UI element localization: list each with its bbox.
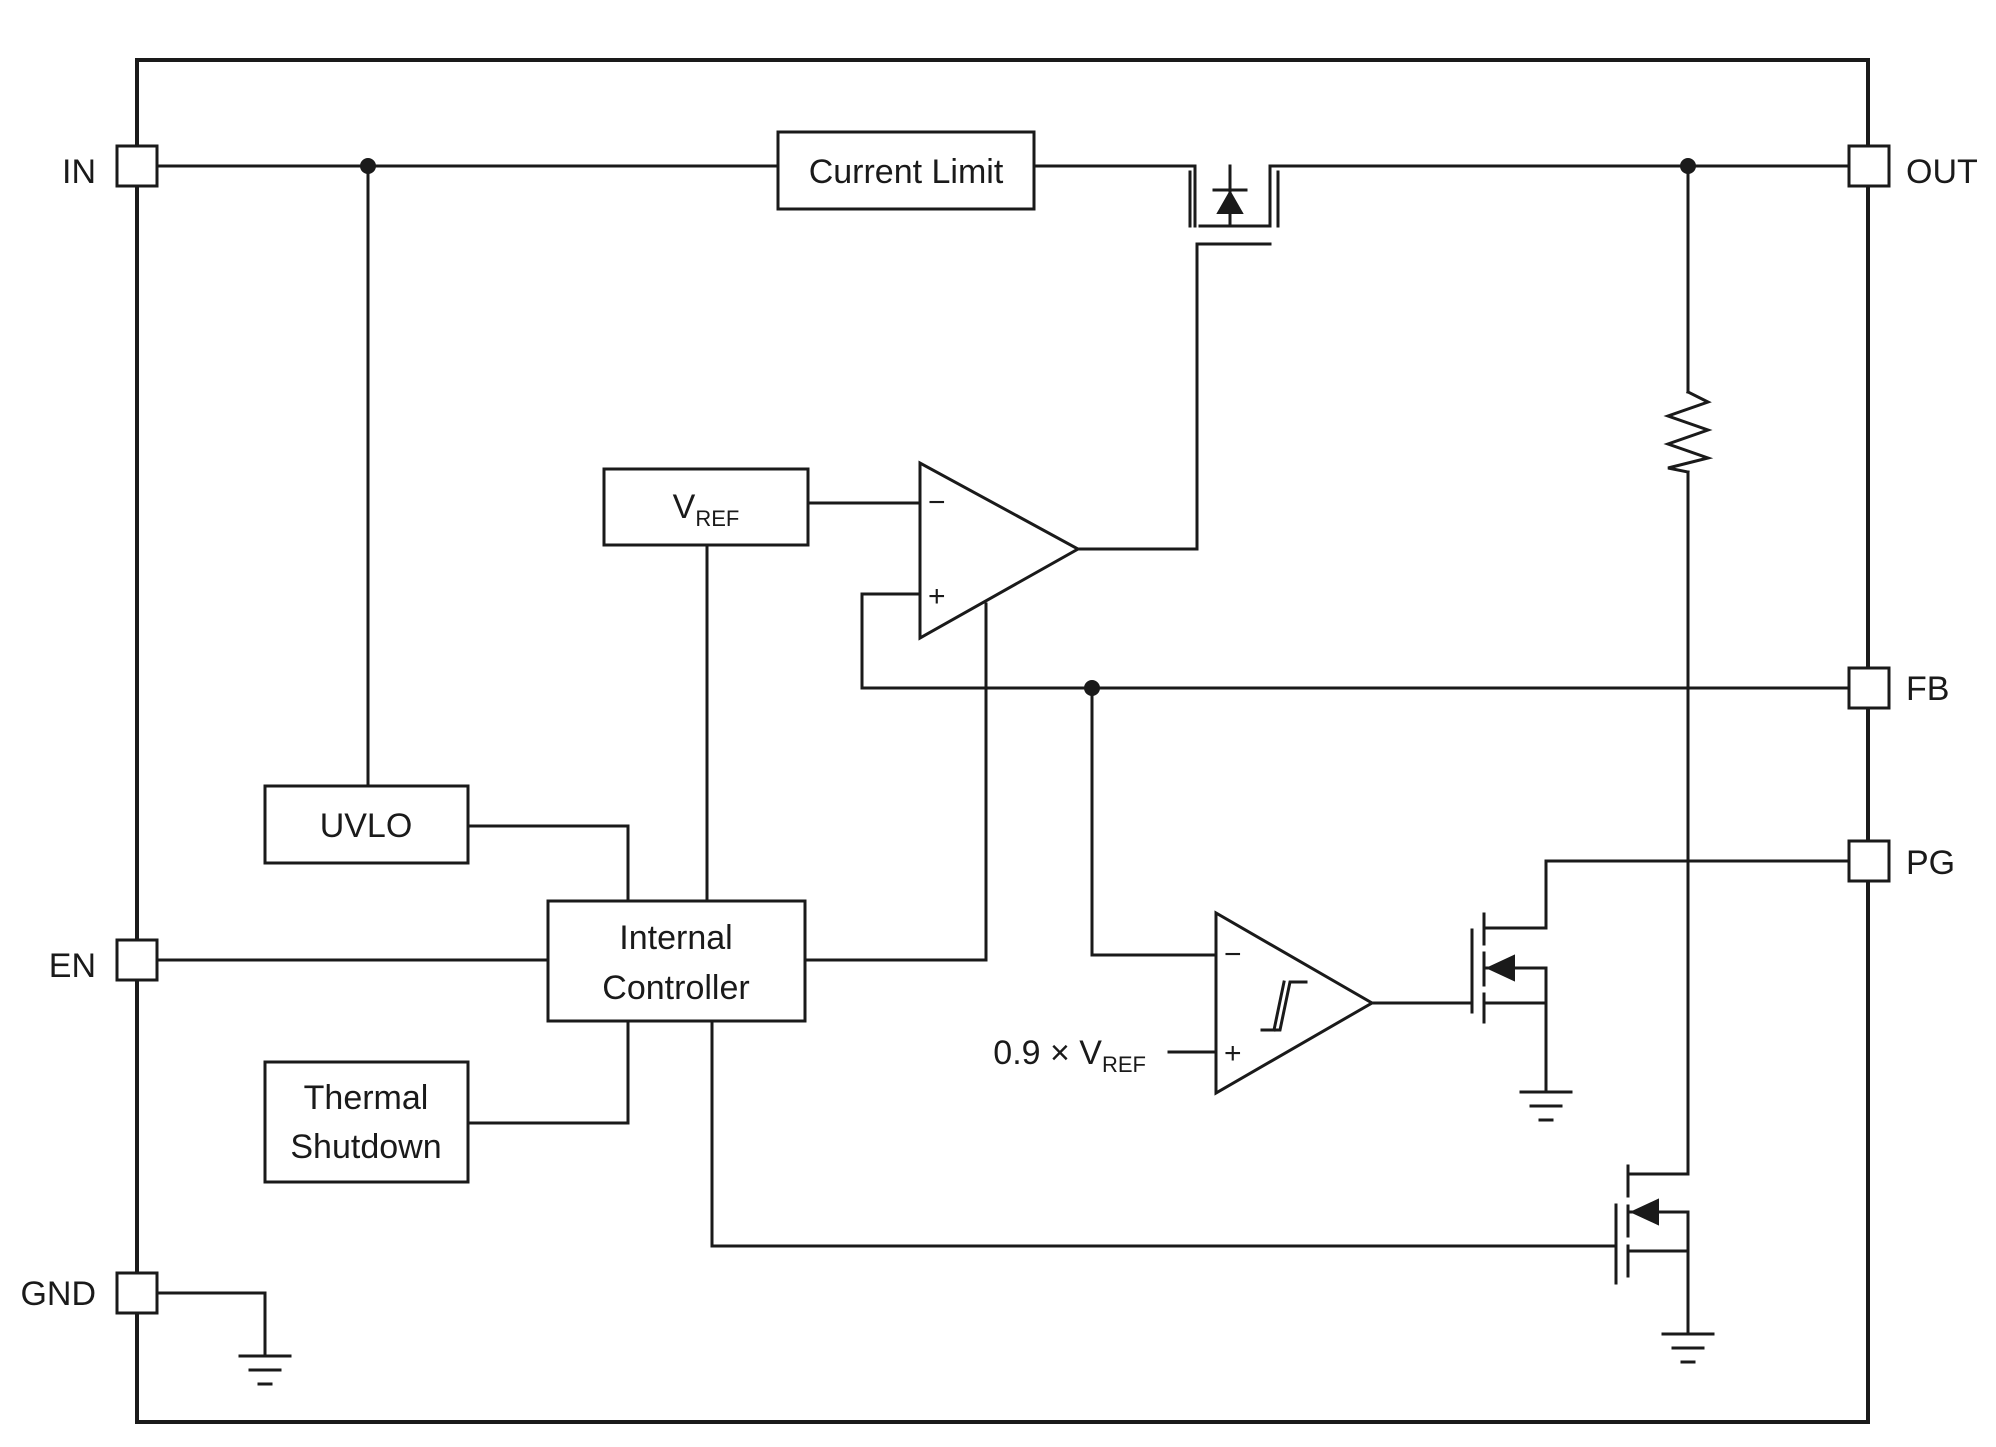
internal-controller-block: Internal Controller <box>546 899 807 1023</box>
pg-pin <box>1847 839 1891 883</box>
power-good-comparator: − + <box>1214 910 1376 1096</box>
current-limit-to-fet-wire <box>1032 164 1197 228</box>
out-pin <box>1847 144 1891 188</box>
uvlo-to-controller-wire <box>466 824 630 903</box>
pass-fet-symbol <box>1188 164 1280 246</box>
ground-icon <box>238 1354 292 1386</box>
fb-wire <box>860 592 1851 690</box>
wiring <box>155 164 1851 1358</box>
internal-controller-label-line1: Internal <box>619 919 732 957</box>
pg-pin-label: PG <box>1906 844 1955 882</box>
comparator-reference-label: 0.9 × VREF <box>993 1034 1146 1077</box>
comparator-minus-sign: − <box>1224 938 1242 971</box>
uvlo-label: UVLO <box>320 807 413 845</box>
fb-to-comparator-wire <box>1090 686 1218 957</box>
en-pin <box>115 938 159 982</box>
thermal-shutdown-label-line2: Shutdown <box>290 1128 441 1166</box>
thermal-shutdown-block: Thermal Shutdown <box>263 1060 470 1184</box>
in-pin <box>115 144 159 188</box>
opamp-minus-sign: − <box>928 486 946 519</box>
pulldown-to-ground-wire <box>1638 1249 1690 1336</box>
thermal-shutdown-label-line1: Thermal <box>304 1079 429 1117</box>
in-junction-dot <box>360 158 376 174</box>
hysteresis-icon <box>1260 980 1308 1032</box>
pgfet-to-pg-wire <box>1490 859 1851 930</box>
in-pin-label: IN <box>62 153 96 191</box>
pg-open-drain-fet-symbol <box>1470 912 1548 1024</box>
internal-controller-label-line2: Controller <box>602 969 749 1007</box>
opamp-to-gate-wire <box>1076 242 1272 551</box>
output-pulldown-fet-symbol <box>1614 1164 1690 1285</box>
current-limit-label: Current Limit <box>809 153 1004 191</box>
device-outline <box>135 58 1870 1424</box>
fb-pin-label: FB <box>1906 670 1949 708</box>
gnd-pin <box>115 1271 159 1315</box>
controller-to-pulldown-wire <box>710 1019 1618 1248</box>
gnd-pin-label: GND <box>20 1275 96 1313</box>
comparator-plus-sign: + <box>1224 1037 1242 1070</box>
ground-icon <box>1519 1090 1573 1122</box>
fet-to-out-wire <box>1268 164 1851 228</box>
pgfet-to-ground-wire <box>1490 1001 1548 1094</box>
en-pin-label: EN <box>49 947 96 985</box>
comparator-to-pgfet-wire <box>1370 962 1474 1005</box>
error-amplifier: − + <box>918 460 1082 641</box>
fb-pin <box>1847 666 1891 710</box>
vref-block: VREF <box>602 467 810 547</box>
vref-label: VREF <box>673 488 740 531</box>
current-limit-block: Current Limit <box>776 130 1036 211</box>
opamp-plus-sign: + <box>928 580 946 613</box>
pull-up-resistor-symbol <box>1663 389 1714 474</box>
fb-junction-dot <box>1084 680 1100 696</box>
thermal-to-controller-wire <box>466 1019 630 1125</box>
controller-to-opamp-wire <box>803 602 988 962</box>
ground-icon <box>1661 1332 1715 1364</box>
uvlo-block: UVLO <box>263 784 470 865</box>
out-junction-dot <box>1680 158 1696 174</box>
resistor-to-pulldown-wire <box>1638 470 1690 1176</box>
gnd-pin-wire <box>155 1291 267 1358</box>
out-pin-label: OUT <box>1906 153 1978 191</box>
